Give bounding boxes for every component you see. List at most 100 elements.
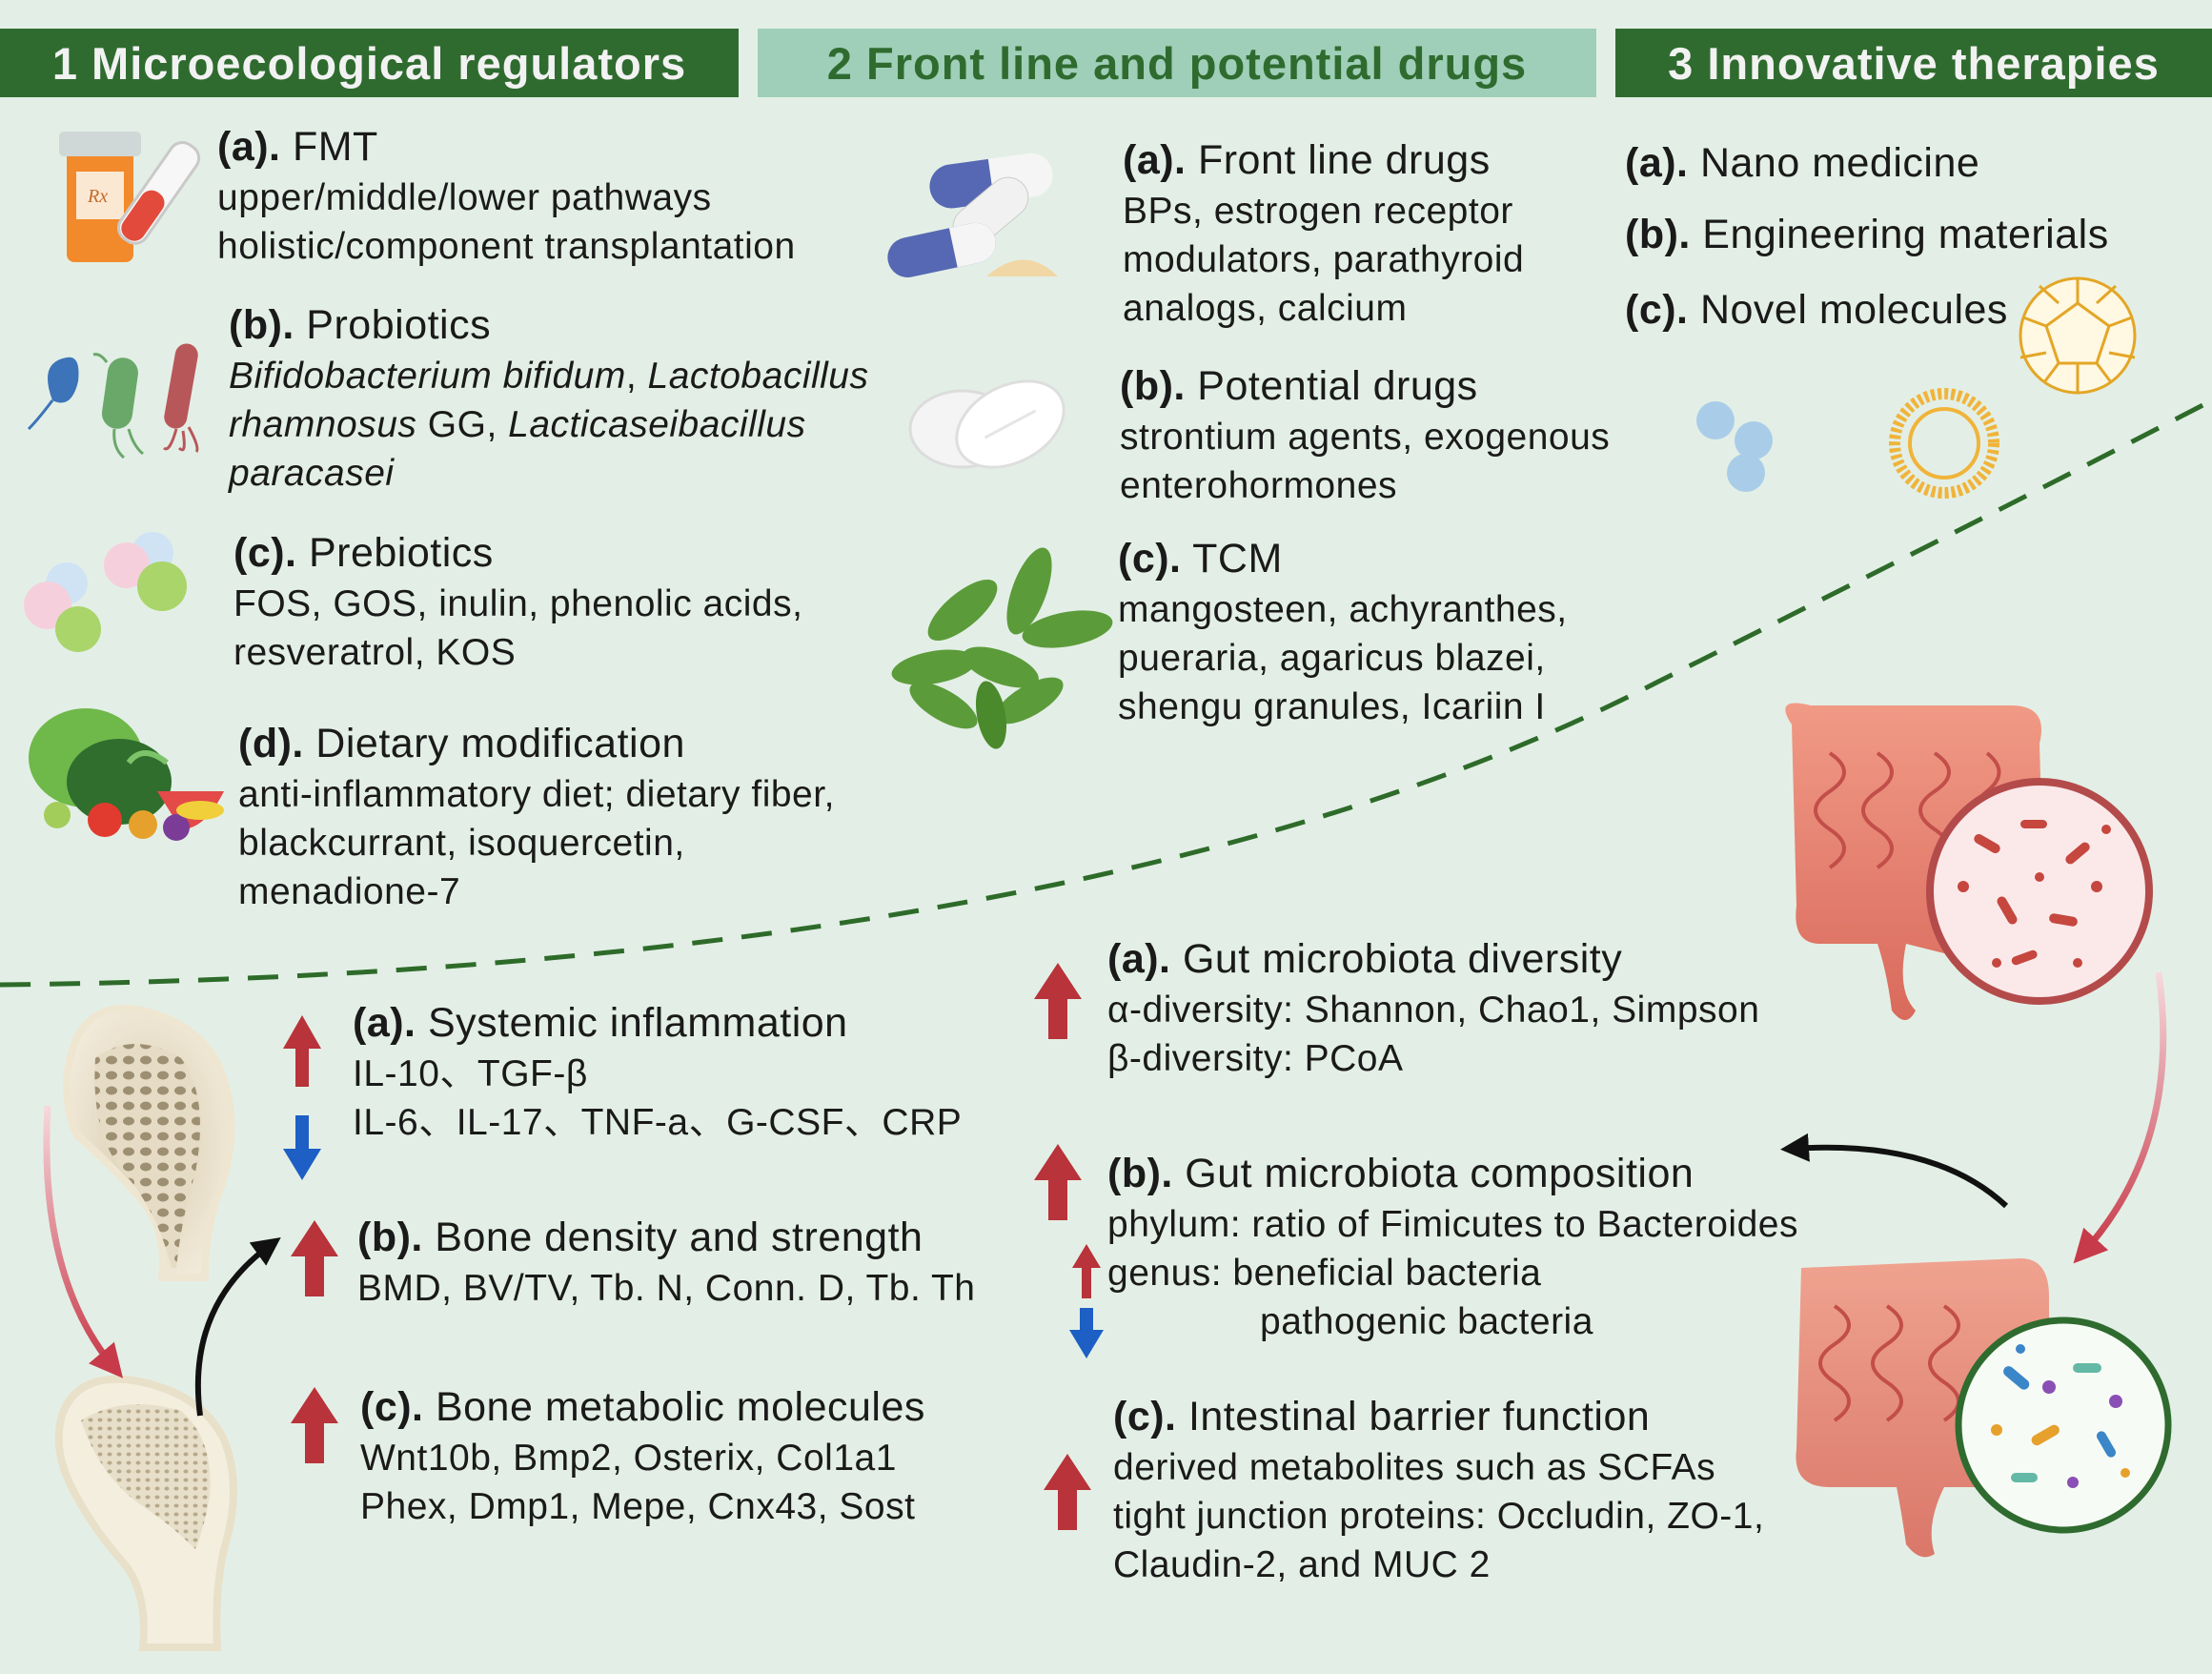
arrow-down-icon xyxy=(283,1115,321,1180)
block-nano-medicine: (a). Nano medicine xyxy=(1625,136,1979,190)
label: (c). xyxy=(1118,536,1182,582)
line: resveratrol, KOS xyxy=(233,632,517,673)
test-tube-icon xyxy=(117,141,201,245)
line: shengu granules, Icariin I xyxy=(1118,686,1546,727)
arrow-up-icon xyxy=(291,963,1091,1530)
block-potential-drugs: (b). Potential drugs strontium agents, e… xyxy=(1120,359,1610,510)
line: pueraria, agaricus blazei, xyxy=(1118,638,1546,679)
title: Bone density and strength xyxy=(422,1215,923,1260)
label: (a). xyxy=(353,1000,416,1046)
species: rhamnosus xyxy=(229,404,417,445)
arrow-up-icon xyxy=(283,1015,321,1087)
bacteria-icon xyxy=(27,343,199,459)
header-innovative-therapies: 3 Innovative therapies xyxy=(1615,29,2212,97)
block-bone-density: (b). Bone density and strength BMD, BV/T… xyxy=(357,1211,975,1313)
label: (b). xyxy=(357,1215,423,1260)
title: TCM xyxy=(1181,536,1283,582)
nanoparticles-icon xyxy=(1696,401,1773,492)
line: Wnt10b, Bmp2, Osterix, Col1a1 xyxy=(360,1438,897,1479)
line: menadione-7 xyxy=(238,871,461,912)
vegetables-fruits-icon xyxy=(29,708,224,841)
title: Prebiotics xyxy=(296,530,494,576)
label: (b). xyxy=(229,302,294,348)
block-front-line-drugs: (a). Front line drugs BPs, estrogen rece… xyxy=(1123,133,1524,333)
arrow-down-icon xyxy=(1069,1308,1104,1358)
arrow-up-icon xyxy=(1072,1244,1101,1298)
title: Engineering materials xyxy=(1690,212,2109,257)
block-bone-metabolic-molecules: (c). Bone metabolic molecules Wnt10b, Bm… xyxy=(360,1380,925,1531)
title: FMT xyxy=(280,124,378,170)
microbiota-circle-icon xyxy=(1926,778,2153,1005)
line: enterohormones xyxy=(1120,465,1398,506)
tablets-icon xyxy=(908,379,1065,469)
block-systemic-inflammation: (a). Systemic inflammation IL-10、TGF-β I… xyxy=(353,996,962,1147)
block-prebiotics: (c). Prebiotics FOS, GOS, inulin, phenol… xyxy=(233,526,802,677)
line: strontium agents, exogenous xyxy=(1120,417,1611,458)
label: (a). xyxy=(217,124,281,170)
label: (b). xyxy=(1625,212,1691,257)
liposome-icon xyxy=(1889,388,1999,499)
header-microecological-regulators: 1 Microecological regulators xyxy=(0,29,739,97)
title: Systemic inflammation xyxy=(416,1000,848,1046)
label: (a). xyxy=(1107,936,1171,982)
label: (c). xyxy=(1625,287,1689,333)
label: (a). xyxy=(1625,140,1689,186)
block-tcm: (c). TCM mangosteen, achyranthes, puerar… xyxy=(1118,532,1568,731)
microbiota-circle-icon xyxy=(1955,1317,2172,1534)
downregulated: IL-6、IL-17、TNF-a、G-CSF、CRP xyxy=(353,1102,963,1143)
label: (b). xyxy=(1120,363,1186,409)
line: β-diversity: PCoA xyxy=(1107,1038,1404,1079)
block-intestinal-barrier: (c). Intestinal barrier function derived… xyxy=(1113,1390,1764,1589)
title: Gut microbiota composition xyxy=(1172,1151,1695,1196)
title: Potential drugs xyxy=(1185,363,1478,409)
line: blackcurrant, isoquercetin, xyxy=(238,823,685,864)
line: Phex, Dmp1, Mepe, Cnx43, Sost xyxy=(360,1486,916,1527)
line: upper/middle/lower pathways xyxy=(217,177,712,218)
line: analogs, calcium xyxy=(1123,288,1408,329)
label: (c). xyxy=(360,1384,424,1430)
block-fmt: (a). FMT upper/middle/lower pathways hol… xyxy=(217,120,796,271)
species: Lacticaseibacillus xyxy=(508,404,806,445)
header-front-line-drugs: 2 Front line and potential drugs xyxy=(758,29,1596,97)
label: (d). xyxy=(238,721,304,766)
species: Bifidobacterium bifidum xyxy=(229,356,626,397)
line: anti-inflammatory diet; dietary fiber, xyxy=(238,774,835,815)
title: Intestinal barrier function xyxy=(1176,1394,1651,1439)
label: (c). xyxy=(1113,1394,1177,1439)
block-novel-molecules: (c). Novel molecules xyxy=(1625,283,2008,337)
label: (b). xyxy=(1107,1151,1173,1196)
title: Probiotics xyxy=(294,302,492,348)
femur-bone-icon xyxy=(54,1375,237,1651)
leaf-plant-icon xyxy=(891,547,1113,749)
sep: GG, xyxy=(416,404,509,445)
line: derived metabolites such as SCFAs xyxy=(1113,1447,1716,1488)
title: Bone metabolic molecules xyxy=(423,1384,925,1430)
line: FOS, GOS, inulin, phenolic acids, xyxy=(233,583,803,624)
label: (a). xyxy=(1123,137,1187,183)
block-dietary-modification: (d). Dietary modification anti-inflammat… xyxy=(238,717,835,916)
line: phylum: ratio of Fimicutes to Bacteroide… xyxy=(1107,1204,1798,1245)
upregulated: IL-10、TGF-β xyxy=(353,1053,588,1094)
line: BPs, estrogen receptor xyxy=(1123,191,1513,232)
line: Claudin-2, and MUC 2 xyxy=(1113,1544,1491,1585)
species: Lactobacillus xyxy=(647,356,869,397)
title: Dietary modification xyxy=(303,721,685,766)
block-probiotics: (b). Probiotics Bifidobacterium bifidum,… xyxy=(229,298,869,498)
fullerene-icon xyxy=(2019,276,2137,395)
line: BMD, BV/TV, Tb. N, Conn. D, Tb. Th xyxy=(357,1268,976,1309)
title: Front line drugs xyxy=(1186,137,1491,183)
line: genus: beneficial bacteria xyxy=(1107,1253,1542,1294)
block-gut-diversity: (a). Gut microbiota diversity α-diversit… xyxy=(1107,932,1759,1083)
title: Novel molecules xyxy=(1688,287,2008,333)
line: α-diversity: Shannon, Chao1, Simpson xyxy=(1107,990,1760,1031)
block-gut-composition: (b). Gut microbiota composition phylum: … xyxy=(1107,1147,1798,1346)
sep: , xyxy=(625,356,648,397)
prebiotic-spheres-icon xyxy=(24,532,187,652)
species: paracasei xyxy=(229,453,395,494)
title: Nano medicine xyxy=(1688,140,1980,186)
pill-bottle-icon: Rx xyxy=(59,132,141,262)
block-engineering-materials: (b). Engineering materials xyxy=(1625,208,2109,261)
capsules-icon xyxy=(887,153,1058,278)
